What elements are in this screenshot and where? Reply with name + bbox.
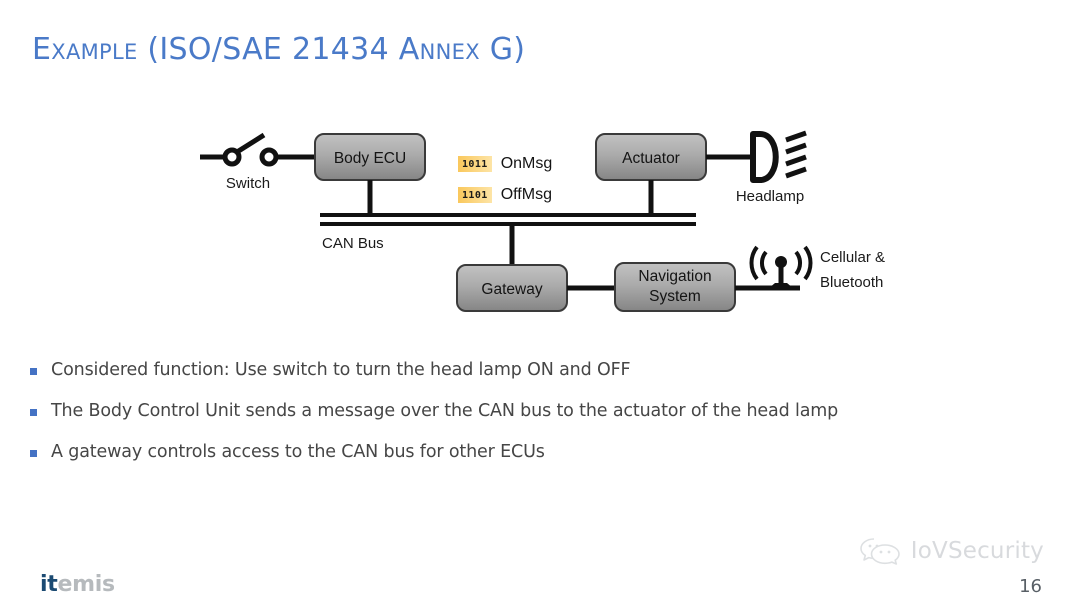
list-item-text: Considered function: Use switch to turn … [51,360,631,380]
node-body-ecu-label: Body ECU [334,150,406,167]
cellular-label-line1: Cellular & [820,249,885,266]
cellular-label-line2: Bluetooth [820,274,883,291]
message-code-on: 1011 [458,156,492,172]
node-actuator: Actuator [595,133,707,181]
node-navigation-system-label-line2: System [649,288,701,305]
message-name-on: OnMsg [500,155,553,172]
wechat-bubbles-icon [859,538,900,565]
headlamp-icon [750,130,807,183]
bullet-list: Considered function: Use switch to turn … [30,358,930,481]
bullet-marker-icon [30,409,37,416]
list-item: The Body Control Unit sends a message ov… [30,399,930,424]
headlamp-label: Headlamp [736,188,804,205]
message-name-off: OffMsg [500,186,552,203]
itemis-logo-part1: it [40,572,58,597]
watermark-text: IoVSecurity [910,538,1044,564]
switch-label: Switch [226,175,270,192]
page-title: Example (ISO/SAE 21434 Annex G) [32,32,526,67]
itemis-logo-part2: emis [57,572,115,597]
list-item: A gateway controls access to the CAN bus… [30,440,930,465]
message-legend-on: 1011 OnMsg [458,155,552,173]
bullet-marker-icon [30,368,37,375]
message-legend-off: 1101 OffMsg [458,186,552,204]
can-bus-label: CAN Bus [322,235,384,252]
node-gateway-label: Gateway [481,281,542,298]
itemis-logo: itemis [40,572,115,597]
message-code-off: 1101 [458,187,492,203]
node-actuator-label: Actuator [622,150,680,167]
list-item: Considered function: Use switch to turn … [30,358,930,383]
antenna-icon [749,245,813,288]
node-body-ecu: Body ECU [314,133,426,181]
bullet-marker-icon [30,450,37,457]
can-bus-line [320,213,696,226]
list-item-text: The Body Control Unit sends a message ov… [51,401,839,421]
list-item-text: A gateway controls access to the CAN bus… [51,442,545,462]
node-navigation-system-label-line1: Navigation [638,268,711,285]
node-gateway: Gateway [456,264,568,312]
architecture-diagram: Body ECU Actuator Gateway [200,130,885,312]
page-number: 16 [1019,576,1042,597]
switch-icon [200,132,318,167]
watermark: IoVSecurity [859,536,1044,566]
node-navigation-system: Navigation System [614,262,736,312]
